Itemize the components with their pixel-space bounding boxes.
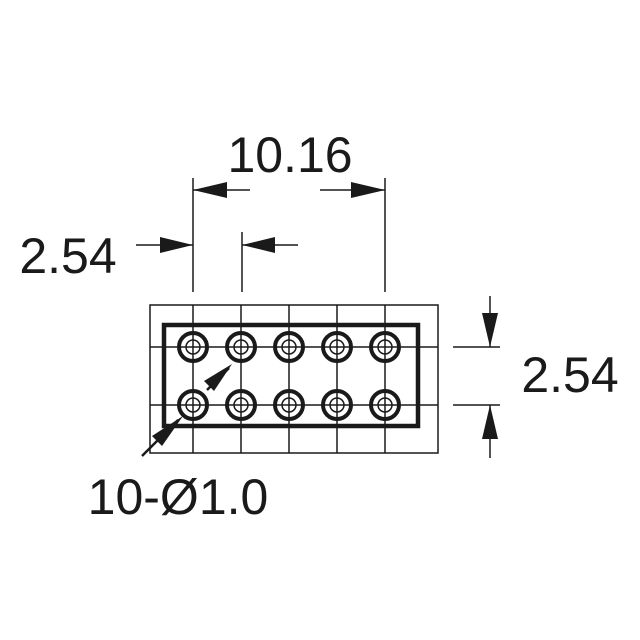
hole	[369, 331, 401, 363]
arrow-callout-upper	[204, 364, 232, 391]
hole	[225, 389, 257, 421]
hole	[321, 389, 353, 421]
arrow-pitch-right	[242, 237, 275, 253]
inner-outline	[161, 322, 421, 429]
hole	[273, 389, 305, 421]
arrow-callout-lower	[152, 416, 183, 446]
hole-callout-label: 10-Ø1.0	[88, 469, 269, 525]
hole	[321, 331, 353, 363]
hole-array	[177, 331, 401, 421]
arrow-pitch-bottom	[482, 405, 498, 439]
hole	[177, 331, 209, 363]
dimension-pitch-vertical: 2.54	[521, 347, 618, 403]
horizontal-pitch-dimension: 2.54	[19, 228, 298, 292]
hole	[177, 389, 209, 421]
arrow-right	[351, 182, 385, 198]
hole-callout: 10-Ø1.0	[88, 364, 269, 525]
arrow-pitch-left	[160, 237, 193, 253]
arrow-pitch-top	[482, 313, 498, 347]
arrow-left	[193, 182, 227, 198]
hole	[225, 331, 257, 363]
hole	[369, 389, 401, 421]
dimension-pitch-horizontal: 2.54	[19, 228, 116, 284]
hole	[273, 331, 305, 363]
vertical-pitch-dimension: 2.54	[453, 296, 619, 458]
outer-outline	[149, 304, 439, 454]
dimension-pitch-span: 10.16	[227, 127, 352, 183]
top-dimension: 10.16	[192, 127, 386, 292]
